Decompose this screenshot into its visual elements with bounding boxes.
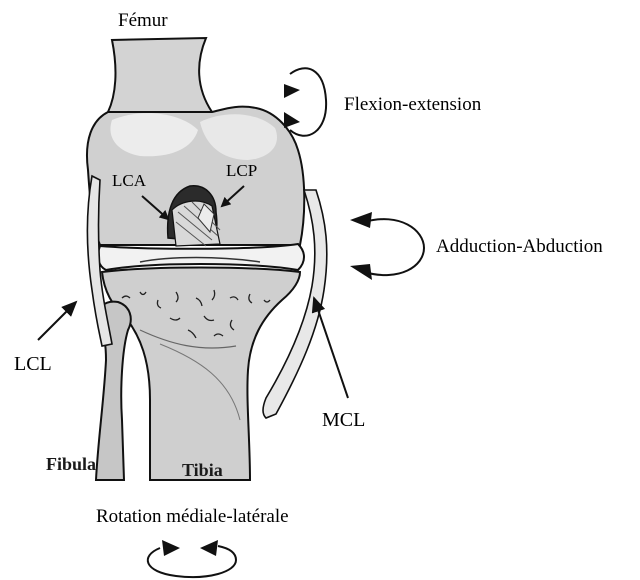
tibia-bone: [102, 268, 300, 481]
meniscus: [98, 244, 304, 270]
lca-label: LCA: [112, 171, 147, 190]
mcl-label: MCL: [322, 409, 365, 431]
lcl-label: LCL: [14, 353, 52, 375]
femur-label: Fémur: [118, 10, 168, 31]
lcl-arrow-icon: [38, 302, 76, 340]
cruciate-ligaments: [172, 201, 220, 246]
rotation-arrows-icon: [148, 540, 236, 577]
tibia-label: Tibia: [182, 460, 223, 480]
flexion-extension-label: Flexion-extension: [344, 94, 482, 115]
adduction-abduction-arrows-icon: [350, 212, 424, 280]
adduction-abduction-label: Adduction-Abduction: [436, 236, 603, 257]
lcp-label: LCP: [226, 161, 257, 180]
fibula-label: Fibula: [46, 454, 96, 474]
flexion-extension-arrows-icon: [284, 68, 326, 136]
mcl-arrow-icon: [314, 298, 348, 398]
rotation-label: Rotation médiale-latérale: [96, 506, 289, 527]
